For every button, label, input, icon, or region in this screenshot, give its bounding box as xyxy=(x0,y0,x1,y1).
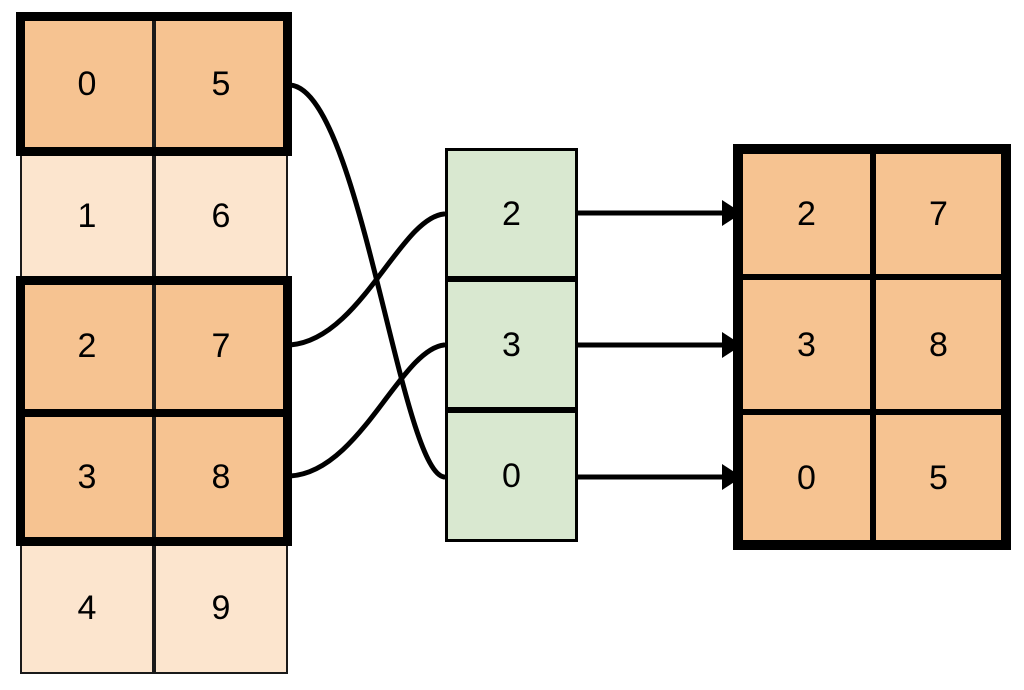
result-cell-r1c0[interactable]: 3 xyxy=(740,277,873,412)
link-source0-to-index2 xyxy=(287,82,447,480)
source-cell-r1c1[interactable]: 6 xyxy=(154,152,288,280)
result-cell-r2c1[interactable]: 5 xyxy=(873,412,1004,543)
index-cell-0[interactable]: 2 xyxy=(445,148,578,279)
result-cell-r0c0[interactable]: 2 xyxy=(740,151,873,277)
result-cell-r2c0[interactable]: 0 xyxy=(740,412,873,543)
index-cell-1[interactable]: 3 xyxy=(445,279,578,410)
source-row-divider-2-3 xyxy=(20,409,288,417)
source-cell-r0c0[interactable]: 0 xyxy=(20,16,154,152)
link-source2-to-index0 xyxy=(287,211,447,348)
index-cell-2[interactable]: 0 xyxy=(445,410,578,542)
source-cell-r0c1[interactable]: 5 xyxy=(154,16,288,152)
arrow-head-2 xyxy=(722,464,742,490)
source-cell-r1c0[interactable]: 1 xyxy=(20,152,154,280)
arrow-head-1 xyxy=(722,332,742,358)
source-cell-r3c1[interactable]: 8 xyxy=(154,412,288,542)
source-cell-r4c1[interactable]: 9 xyxy=(154,542,288,674)
source-cell-r3c0[interactable]: 3 xyxy=(20,412,154,542)
arrow-head-0 xyxy=(722,200,742,226)
source-cell-r2c1[interactable]: 7 xyxy=(154,280,288,412)
link-source3-to-index1 xyxy=(287,342,447,479)
source-cell-r4c0[interactable]: 4 xyxy=(20,542,154,674)
source-cell-r2c0[interactable]: 2 xyxy=(20,280,154,412)
result-cell-r0c1[interactable]: 7 xyxy=(873,151,1004,277)
result-cell-r1c1[interactable]: 8 xyxy=(873,277,1004,412)
